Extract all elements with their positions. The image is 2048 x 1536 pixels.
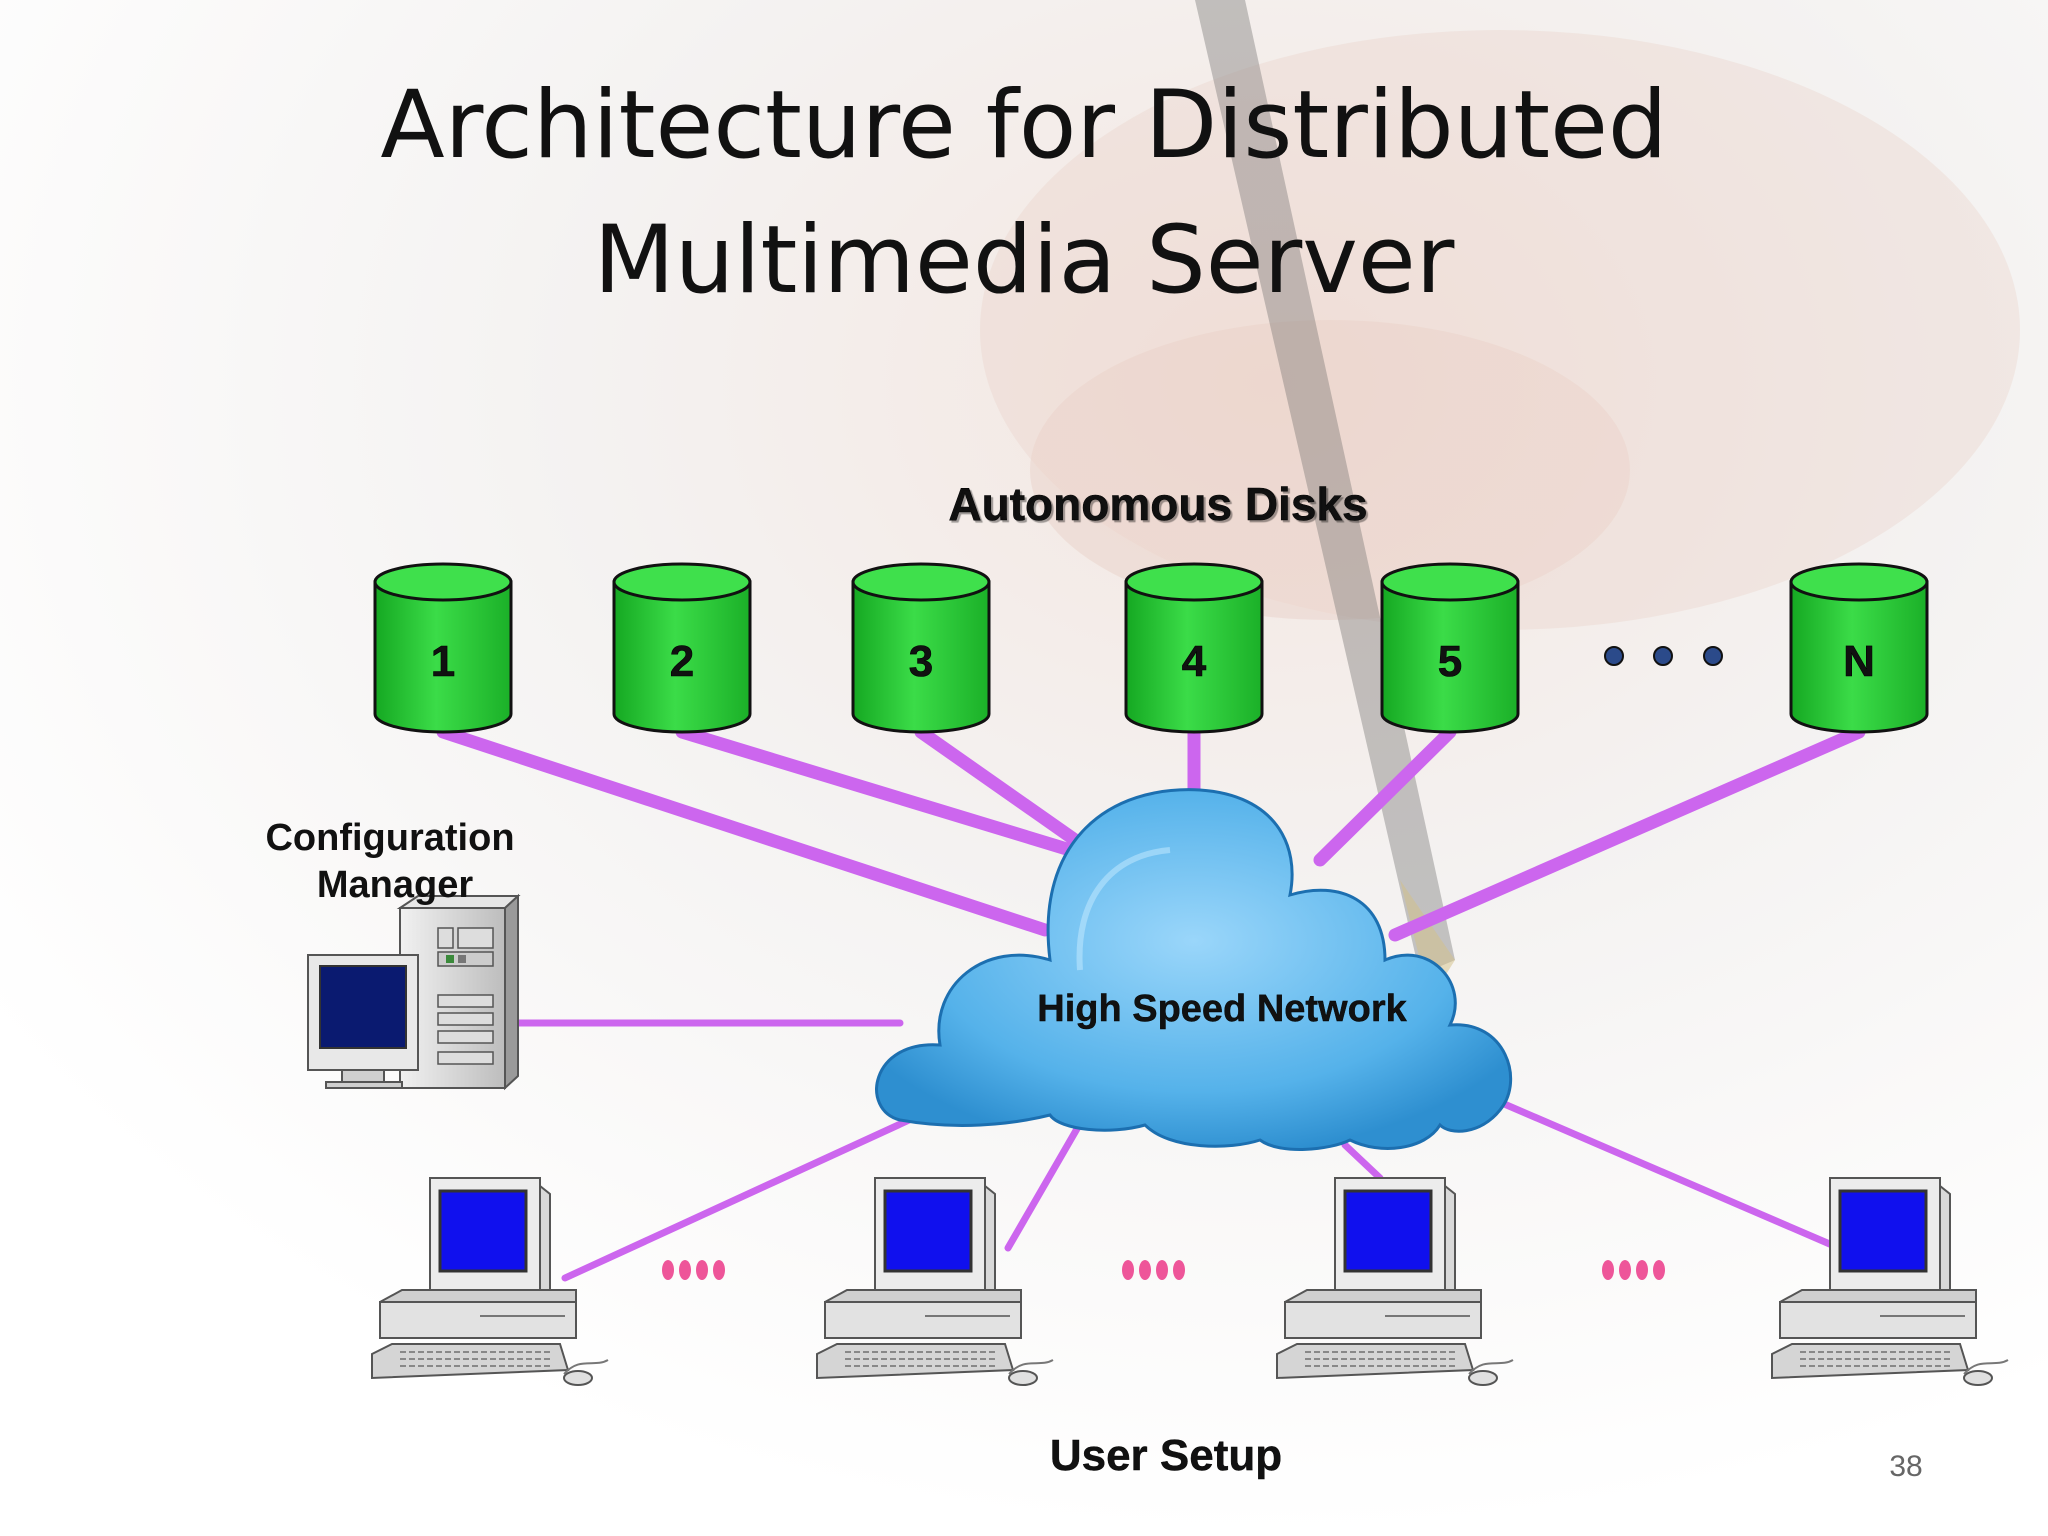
network-cloud-icon: [875, 788, 1513, 1151]
disk-link-5: [1313, 725, 1457, 867]
disk-icon: 5: [1380, 562, 1520, 734]
disk-label: 2: [670, 637, 694, 686]
disk-link-6: [1388, 725, 1866, 942]
disks-ellipsis: [1604, 646, 1723, 666]
disk-icon: 3: [851, 562, 991, 734]
disk-label: 4: [1182, 637, 1207, 686]
disk-label: 5: [1438, 637, 1462, 686]
user-dot: [1139, 1260, 1151, 1280]
user-dot: [713, 1260, 725, 1280]
page-number: 38: [1889, 1450, 1922, 1483]
user-link-3: [1341, 1141, 1384, 1182]
desktop-computer-icon: [1276, 1177, 1514, 1386]
user-computers: [371, 1177, 2009, 1386]
user-link-4: [1491, 1096, 1836, 1249]
user-dot: [1122, 1260, 1134, 1280]
user-dot: [696, 1260, 708, 1280]
disk-icon: N: [1789, 562, 1929, 734]
disk-icon: 2: [612, 562, 752, 734]
slide-title-line2: Multimedia Server: [594, 206, 1455, 315]
disk-label: 3: [909, 637, 933, 686]
user-link-2: [1004, 1111, 1089, 1252]
high-speed-network-label: High Speed Network: [1037, 988, 1407, 1030]
configuration-manager-server-computer-icon: [307, 893, 521, 1091]
user-dot: [1653, 1260, 1665, 1280]
user-dot: [679, 1260, 691, 1280]
disk-link-3: [914, 725, 1082, 847]
user-dot: [1156, 1260, 1168, 1280]
disk-label: 1: [431, 637, 455, 686]
user-dot: [1619, 1260, 1631, 1280]
user-network-links: [501, 1019, 1836, 1282]
user-link-1: [561, 1111, 924, 1282]
user-dot: [1602, 1260, 1614, 1280]
user-dot: [1173, 1260, 1185, 1280]
disk-link-2: [675, 725, 1077, 857]
disk-icon: 4: [1124, 562, 1264, 734]
desktop-computer-icon: [371, 1177, 609, 1386]
user-setup-label: User Setup: [1050, 1431, 1282, 1480]
background-photo-hand-with-pen: [980, 0, 2020, 1000]
autonomous-disks: 1 2 3 4 5 N: [373, 562, 1929, 734]
disk-link-1: [436, 725, 1052, 937]
disk-icon: 1: [373, 562, 513, 734]
user-dot: [1636, 1260, 1648, 1280]
desktop-computer-icon: [816, 1177, 1054, 1386]
user-dot: [662, 1260, 674, 1280]
configuration-manager-label-line2: Manager: [317, 864, 473, 906]
disk-network-links: [436, 725, 1866, 942]
desktop-computer-icon: [1771, 1177, 2009, 1386]
disk-label: N: [1843, 637, 1875, 686]
autonomous-disks-label: Autonomous Disks: [948, 478, 1367, 530]
slide-title-line1: Architecture for Distributed: [380, 71, 1667, 180]
configuration-manager-label-line1: Configuration: [265, 817, 514, 859]
users-ellipsis: [662, 1260, 1665, 1280]
